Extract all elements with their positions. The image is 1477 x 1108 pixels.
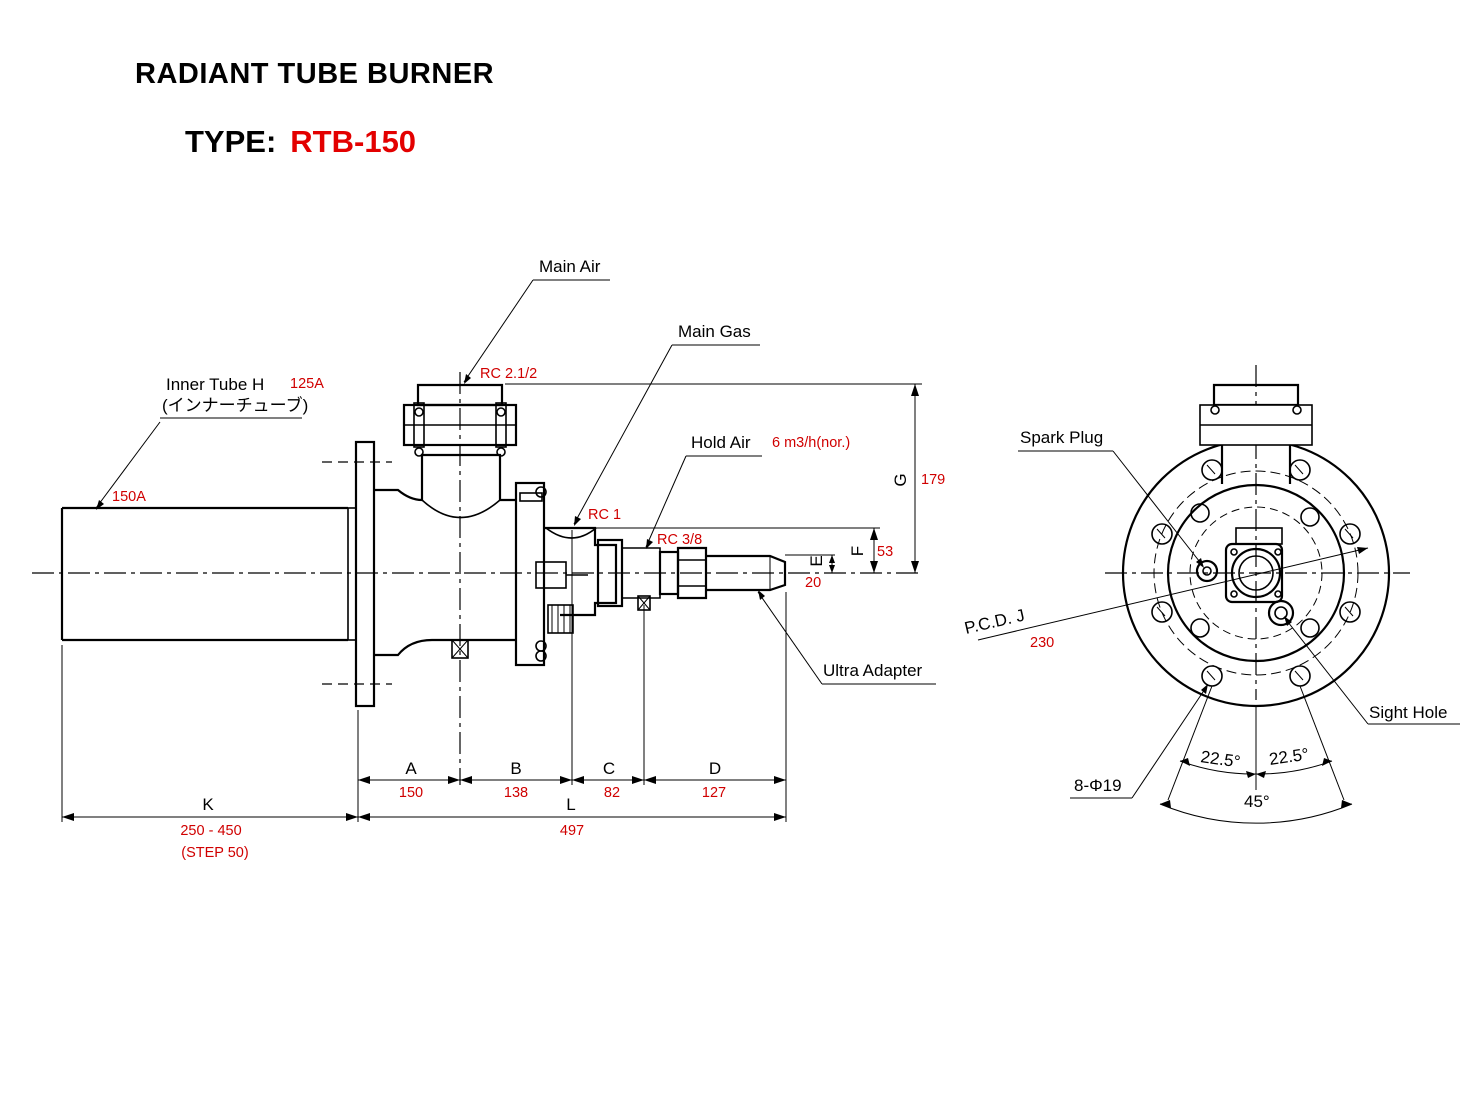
outer-tube-size: 150A	[112, 489, 146, 505]
angle-dimensions: 22.5° 22.5° 45°	[1159, 685, 1353, 824]
dim-f-letter: F	[848, 546, 867, 556]
back-plate-flange	[514, 481, 547, 667]
mounting-flange	[322, 440, 392, 708]
outer-tube	[60, 506, 357, 642]
dim-k-value: 250 - 450	[180, 823, 241, 839]
dim-b-value: 138	[504, 785, 528, 801]
dim-e-value: 20	[805, 575, 821, 591]
dim-g-value: 179	[921, 472, 945, 488]
main-air-label: Main Air	[539, 257, 601, 276]
dim-l-value: 497	[560, 823, 584, 839]
dimension-row-kl: K L 250 - 450 (STEP 50) 497	[62, 795, 786, 861]
type-value: RTB-150	[290, 124, 417, 159]
vertical-dimensions: G F E 179 53 20	[505, 383, 945, 591]
inner-plate	[1166, 483, 1346, 663]
dim-k-note: (STEP 50)	[181, 845, 248, 861]
dim-e-letter: E	[807, 555, 826, 566]
main-gas-label: Main Gas	[678, 322, 751, 341]
dim-k-letter: K	[202, 795, 214, 814]
dimension-row-abcd: A B C D 150 138 82 127	[358, 759, 786, 801]
type-prefix: TYPE:	[185, 124, 277, 159]
dim-c-value: 82	[604, 785, 620, 801]
adapter-fitting	[658, 546, 787, 600]
dim-g-letter: G	[891, 473, 910, 486]
main-air-inlet	[402, 383, 518, 457]
drawing-title: RADIANT TUBE BURNER	[135, 58, 495, 90]
type-line: TYPE: RTB-150	[185, 124, 416, 160]
dim-a-value: 150	[399, 785, 423, 801]
ultra-adapter-label: Ultra Adapter	[823, 661, 923, 680]
dim-c-letter: C	[603, 759, 615, 778]
central-head	[1224, 527, 1284, 604]
extension-lines	[61, 530, 787, 822]
pcd-value: 230	[1030, 635, 1054, 651]
inner-tube-size: 125A	[290, 376, 324, 392]
outer-bolt-holes	[1151, 459, 1361, 687]
side-callouts: Main Air RC 2.1/2 Main Gas RC 1 Hold Air…	[95, 257, 936, 685]
hold-air-port: RC 3/8	[657, 532, 702, 548]
main-gas-port: RC 1	[588, 507, 621, 523]
burner-body	[374, 453, 516, 659]
pcd-label: P.C.D. J	[963, 606, 1027, 638]
sight-hole	[1267, 599, 1295, 627]
sight-hole-label: Sight Hole	[1369, 703, 1447, 722]
hold-air-label: Hold Air	[691, 433, 751, 452]
angle-total-label: 45°	[1244, 792, 1270, 811]
dim-b-letter: B	[510, 759, 521, 778]
dim-a-letter: A	[405, 759, 417, 778]
end-view: P.C.D. J 230 Spark Plug Sight Hole 8-Φ19…	[963, 365, 1460, 824]
dim-d-value: 127	[702, 785, 726, 801]
holes-label: 8-Φ19	[1074, 776, 1122, 795]
hold-air-flow: 6 m3/h(nor.)	[772, 435, 850, 451]
dim-l-letter: L	[566, 795, 575, 814]
inner-tube-label: Inner Tube H	[166, 375, 264, 394]
spark-plug-label: Spark Plug	[1020, 428, 1103, 447]
inner-bolt-circle	[1189, 506, 1323, 640]
dim-d-letter: D	[709, 759, 721, 778]
inner-tube-jp-label: (インナーチューブ)	[162, 395, 308, 415]
inner-bolts	[1190, 503, 1320, 638]
pcd-circle	[1153, 470, 1359, 676]
main-air-port: RC 2.1/2	[480, 366, 537, 382]
spark-plug	[1195, 559, 1219, 583]
angle-right-label: 22.5°	[1268, 745, 1310, 769]
end-main-air-flange	[1199, 383, 1313, 484]
angle-left-label: 22.5°	[1199, 747, 1241, 771]
dim-f-value: 53	[877, 544, 893, 560]
gas-head	[535, 526, 661, 634]
side-view: G F E 179 53 20 A B C D 150 138 82 127	[32, 257, 945, 861]
